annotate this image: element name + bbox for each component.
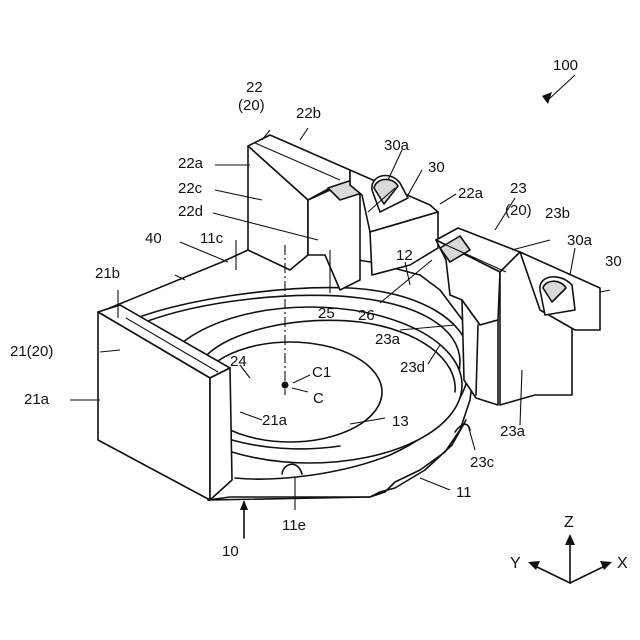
- label-22d: 22d: [178, 203, 203, 220]
- label-30a-top: 30a: [384, 137, 410, 154]
- label-23: 23: [510, 180, 527, 197]
- label-10: 10: [222, 543, 239, 560]
- label-22a-left: 22a: [178, 155, 204, 172]
- label-25: 25: [318, 305, 335, 322]
- label-40: 40: [145, 230, 162, 247]
- label-23b: 23b: [545, 205, 570, 222]
- label-23c: 23c: [470, 454, 495, 471]
- arrow-10-head: [240, 500, 248, 510]
- label-22-sub: (20): [238, 97, 265, 114]
- label-11: 11: [456, 484, 472, 501]
- label-22: 22: [246, 79, 263, 96]
- axis-triad: [528, 534, 612, 583]
- label-12: 12: [396, 247, 413, 264]
- label-23a-top: 23a: [375, 331, 401, 348]
- axis-label-x: X: [617, 555, 628, 572]
- label-23d: 23d: [400, 359, 425, 376]
- label-21b: 21b: [95, 265, 120, 282]
- label-30-top: 30: [428, 159, 445, 176]
- label-22c: 22c: [178, 180, 203, 197]
- label-21a-inner: 21a: [262, 412, 288, 429]
- axis-label-y: Y: [510, 555, 521, 572]
- label-21a-outer: 21a: [24, 391, 50, 408]
- label-11e: 11e: [282, 517, 306, 534]
- label-21-20: 21(20): [10, 343, 53, 360]
- label-24: 24: [230, 353, 247, 370]
- label-22b: 22b: [296, 105, 321, 122]
- label-c: C: [313, 390, 324, 407]
- boss-30-right: [540, 277, 575, 315]
- label-23-sub: (20): [505, 202, 532, 219]
- label-100: 100: [553, 57, 578, 74]
- label-13: 13: [392, 413, 409, 430]
- label-30-right: 30: [605, 253, 622, 270]
- label-30a-right: 30a: [567, 232, 593, 249]
- label-11c: 11c: [200, 230, 224, 247]
- label-26: 26: [358, 307, 375, 324]
- axis-label-z: Z: [564, 514, 574, 531]
- label-23a-bottom: 23a: [500, 423, 526, 440]
- label-22a-right: 22a: [458, 185, 484, 202]
- label-c1: C1: [312, 364, 331, 381]
